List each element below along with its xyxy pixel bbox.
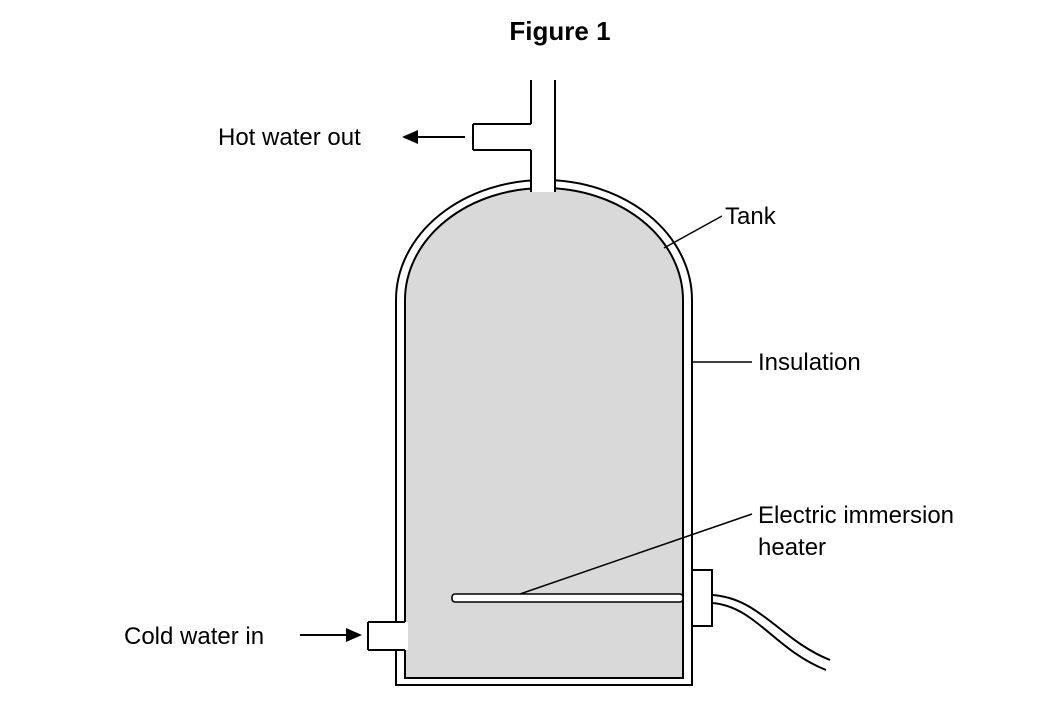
label-heater-line2: heater (758, 534, 826, 561)
heater-connector-box (691, 569, 713, 627)
label-hot-water-out: Hot water out (218, 124, 361, 151)
tank-leader-line (663, 215, 723, 249)
figure-title: Figure 1 (509, 16, 611, 46)
tank-water (404, 187, 684, 679)
electric-cable (711, 594, 831, 661)
outlet-pipe (531, 80, 555, 192)
heater-leader-line (519, 513, 753, 595)
label-insulation: Insulation (758, 349, 861, 376)
hot-water-arrow-icon (402, 130, 418, 144)
label-cold-water-in: Cold water in (124, 623, 264, 650)
cold-water-arrow-icon (346, 628, 362, 642)
label-heater-line1: Electric immersion (758, 502, 954, 529)
cold-water-inlet-pipe (368, 622, 408, 650)
hot-water-branch-pipe (473, 124, 533, 150)
label-tank: Tank (725, 203, 777, 230)
immersion-heater-rod (451, 593, 684, 603)
